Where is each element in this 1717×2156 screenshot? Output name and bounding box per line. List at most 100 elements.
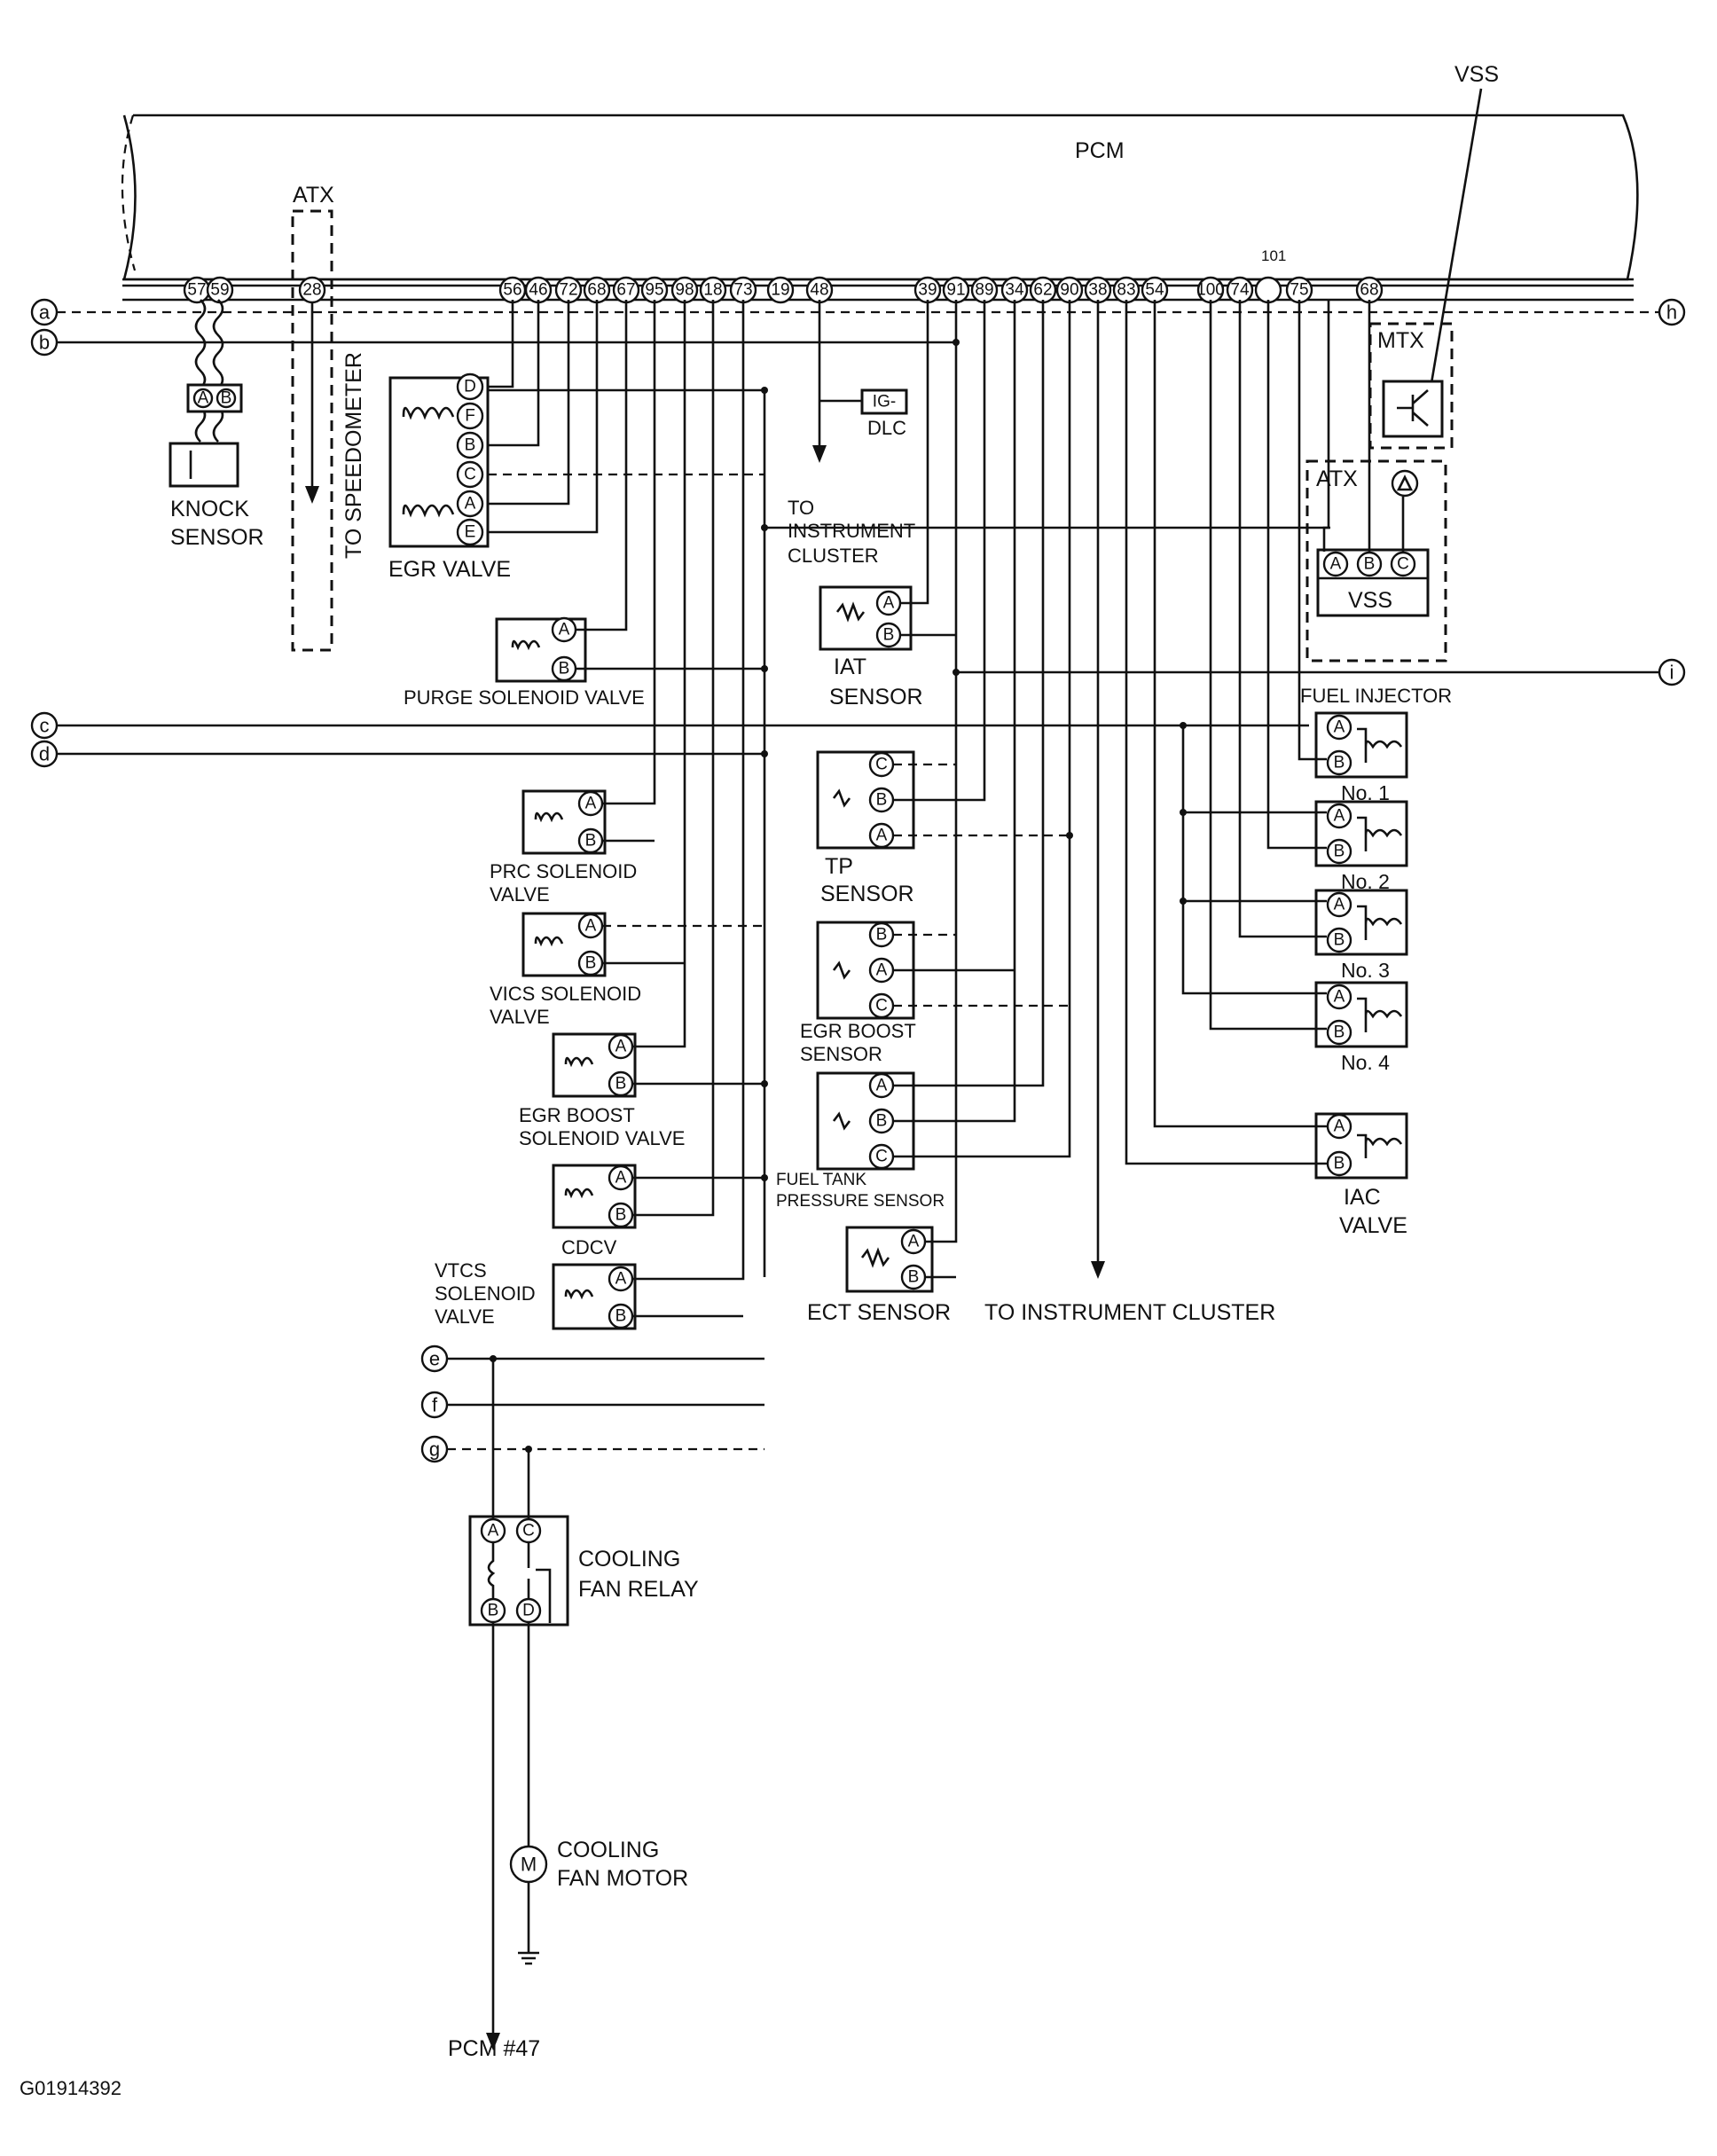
iat-sensor: A B IAT SENSOR [819, 585, 923, 710]
pcm-pin-label: 89 [975, 281, 993, 300]
injector-pin-label: B [1334, 931, 1345, 950]
svg-text:B: B [585, 954, 597, 973]
cooling-fan-wiring [486, 1355, 539, 2050]
egr-boost-sensor: B A C EGR BOOST SENSOR [800, 921, 916, 1065]
svg-text:f: f [432, 1394, 438, 1416]
vss-top-label: VSS [1454, 62, 1499, 87]
egr-boost-solenoid-label-2: SOLENOID VALVE [519, 1127, 685, 1149]
pcm-pin-label: 38 [1088, 281, 1107, 300]
relay-label-2: FAN RELAY [578, 1577, 699, 1602]
pcm-pin-label: 91 [946, 281, 965, 300]
egr-valve-pin-label: B [465, 436, 476, 455]
injector-pin-label: B [1334, 1023, 1345, 1042]
svg-text:B: B [1334, 1155, 1345, 1173]
prc-solenoid-label-2: VALVE [490, 883, 550, 906]
knock-sensor-label-1: KNOCK [170, 497, 249, 521]
svg-text:A: A [615, 1270, 627, 1289]
svg-text:B: B [615, 1307, 627, 1326]
pcm-pin-label: 90 [1060, 281, 1078, 300]
mtx-box: MTX [1368, 322, 1454, 450]
injector-coil [1357, 905, 1403, 940]
knock-sensor: A B KNOCK SENSOR [169, 299, 264, 550]
iac-valve: A B IAC VALVE [1314, 1112, 1408, 1238]
egr-valve-pin-label: D [464, 378, 476, 396]
iac-label-1: IAC [1344, 1185, 1381, 1210]
right-wiring [1125, 300, 1405, 1165]
purge-solenoid-valve: A B PURGE SOLENOID VALVE [404, 616, 645, 709]
svg-text:A: A [488, 1522, 499, 1541]
pcm-pin-label: 83 [1117, 281, 1135, 300]
svg-text:A: A [876, 1077, 888, 1095]
pcm-pin [1254, 276, 1282, 304]
svg-text:A: A [876, 827, 888, 845]
injector-coil [1357, 816, 1403, 851]
cdcv-label: CDCV [561, 1236, 617, 1258]
svg-text:B: B [615, 1075, 627, 1094]
svg-text:A: A [883, 594, 895, 613]
vtcs-label-1: VTCS [435, 1259, 487, 1282]
egr-boost-sensor-label-2: SENSOR [800, 1043, 882, 1065]
pcm-pin-label: 54 [1145, 281, 1164, 300]
left-wiring [488, 300, 1330, 1318]
pcm-pin-label: 46 [529, 281, 547, 300]
tp-label-2: SENSOR [820, 882, 914, 906]
svg-text:D: D [522, 1602, 535, 1620]
svg-text:A: A [908, 1233, 920, 1251]
svg-text:B: B [908, 1268, 920, 1287]
pcm-pin-label: 73 [733, 281, 752, 300]
pcm-pin-label: 59 [210, 281, 229, 300]
svg-text:A: A [615, 1169, 627, 1188]
pcm-pin-label: 67 [616, 281, 635, 300]
pcm-pin-label: 74 [1230, 281, 1250, 300]
svg-text:B: B [221, 389, 232, 408]
ect-label: ECT SENSOR [807, 1300, 951, 1325]
pcm-pin-label: 75 [1290, 281, 1308, 300]
fuel-tank-label-1: FUEL TANK [776, 1171, 866, 1189]
pcm-pin-label: 34 [1005, 281, 1024, 300]
svg-text:A: A [1330, 555, 1342, 574]
injector-pin [1326, 749, 1352, 776]
pcm-title: PCM [1075, 138, 1125, 163]
svg-text:A: A [585, 795, 597, 813]
egr-valve-pin [456, 460, 484, 489]
injector-pin-label: B [1334, 843, 1345, 861]
knock-sensor-label-2: SENSOR [170, 525, 264, 550]
egr-valve-pin [456, 518, 484, 546]
svg-text:h: h [1666, 302, 1677, 324]
svg-text:a: a [39, 302, 51, 324]
to-ic-top-1: TO [788, 497, 814, 519]
pcm-pin-label: 18 [703, 281, 722, 300]
egr-valve-pin-label: E [465, 523, 476, 542]
fuel-tank-label-2: PRESSURE SENSOR [776, 1192, 945, 1211]
pcm-pin-label: 98 [675, 281, 694, 300]
svg-text:B: B [876, 791, 888, 810]
egr-valve-pin-label: C [464, 466, 476, 484]
injector-pin-label: B [1334, 754, 1345, 772]
fuel-injector-label: FUEL INJECTOR [1300, 685, 1452, 707]
svg-text:A: A [615, 1038, 627, 1056]
pin-101-label: 101 [1261, 247, 1286, 264]
tp-label-1: TP [825, 854, 853, 879]
tp-sensor: C B A TP SENSOR [816, 750, 915, 906]
pcm-pin-label: 62 [1033, 281, 1052, 300]
svg-text:g: g [429, 1439, 440, 1461]
pcm-block: PCM [121, 114, 1639, 302]
svg-text:A: A [198, 389, 209, 408]
svg-text:e: e [429, 1348, 440, 1370]
dlc-ig: IG- [873, 393, 896, 412]
svg-text:C: C [875, 1148, 888, 1166]
egr-valve-label: EGR VALVE [388, 557, 511, 582]
injector-pin [1326, 984, 1352, 1010]
vss-leader [1429, 88, 1483, 389]
to-speedometer-label: TO SPEEDOMETER [341, 352, 366, 559]
pcm-47-label: PCM #47 [448, 2036, 540, 2061]
vics-solenoid-valve: A B VICS SOLENOID VALVE [490, 912, 641, 1028]
injector-pin-label: A [1334, 807, 1345, 826]
ect-sensor: A B ECT SENSOR [807, 1226, 951, 1325]
svg-text:B: B [883, 626, 895, 645]
svg-text:b: b [39, 332, 50, 354]
egr-valve-pin [456, 402, 484, 430]
